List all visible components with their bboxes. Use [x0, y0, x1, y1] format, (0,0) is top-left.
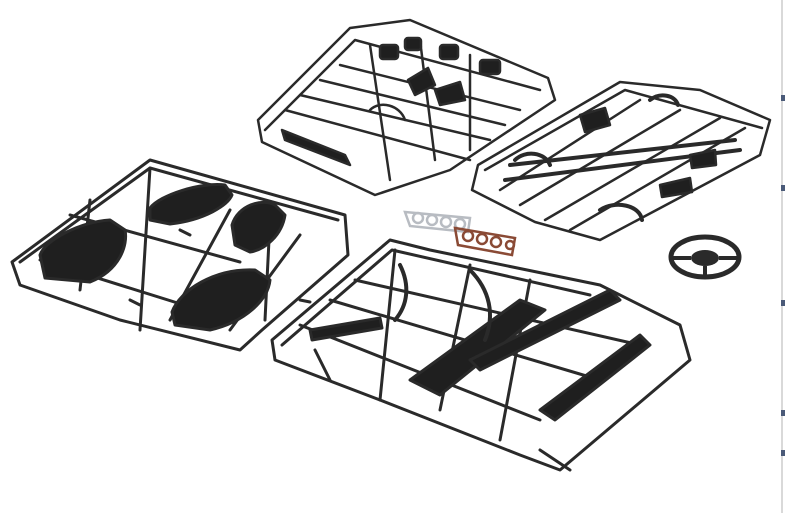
door-panel-left: [38, 218, 128, 284]
chassis-rail-1: [408, 298, 547, 397]
edge-mark: [781, 410, 785, 416]
small-part-1: [378, 43, 400, 61]
steering-wheel: [668, 234, 742, 280]
small-part-6: [433, 80, 467, 107]
sprue-roll-bars-right: [470, 80, 772, 242]
edge-mark: [781, 95, 785, 101]
edge-mark: [781, 450, 785, 456]
small-part-grille: [280, 128, 352, 167]
small-part-5: [406, 66, 437, 97]
sprue-door-panels: [10, 158, 350, 352]
right-edge-divider: [781, 0, 783, 513]
chassis-rail-2: [538, 333, 652, 422]
small-part-3: [438, 43, 460, 61]
chassis-crossmember: [468, 288, 622, 372]
sprue-copper-small: [453, 226, 517, 257]
bracket-3: [688, 148, 718, 170]
sprue-small-parts-top: [256, 18, 557, 197]
door-panel-right: [230, 200, 287, 254]
small-part-2: [403, 36, 423, 52]
edge-mark: [781, 185, 785, 191]
bracket-1: [578, 106, 612, 134]
bracket-2: [658, 176, 694, 199]
door-panel-top: [148, 183, 234, 226]
chassis-bracket: [308, 316, 384, 342]
door-panel-bottom: [170, 268, 272, 332]
sprue-chassis-frame: [270, 238, 692, 472]
edge-mark: [781, 300, 785, 306]
small-part-4: [478, 58, 502, 76]
